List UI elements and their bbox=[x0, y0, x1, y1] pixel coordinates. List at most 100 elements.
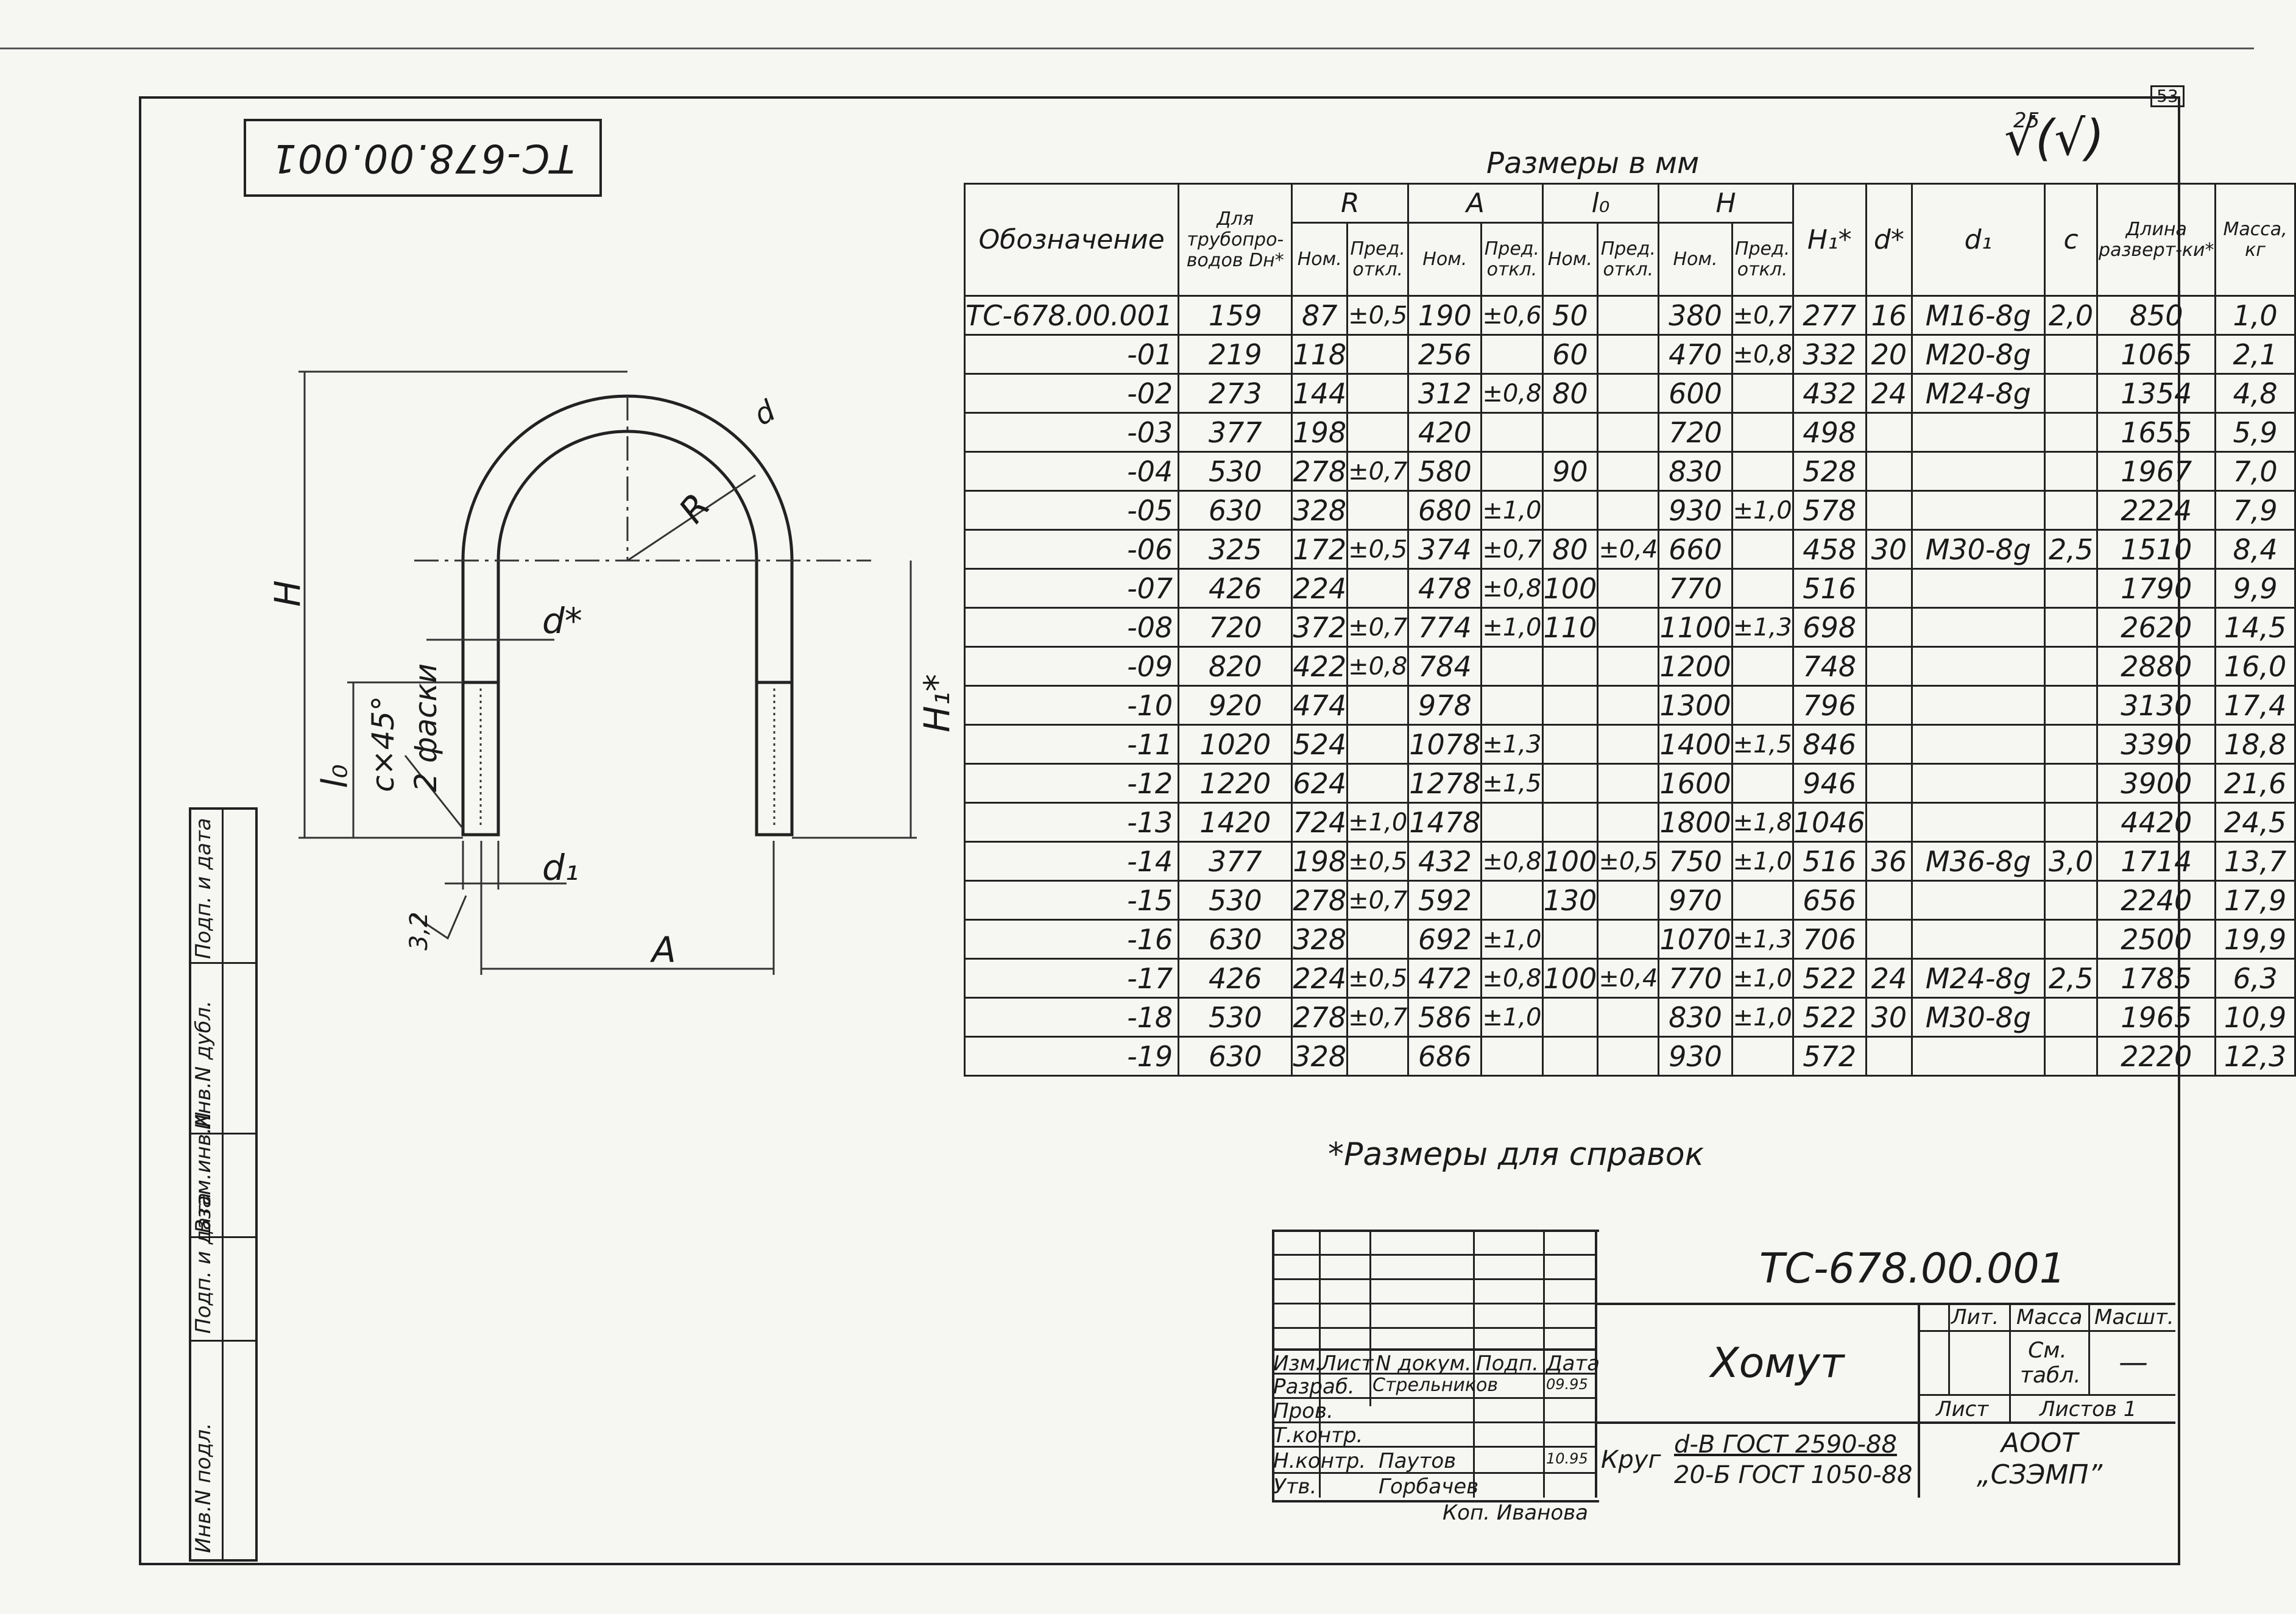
header-length: Длина разверт-ки* bbox=[2096, 183, 2217, 297]
hdr-data: Дата bbox=[1546, 1351, 1600, 1376]
cell-d bbox=[1865, 763, 1913, 804]
cell-l bbox=[1541, 997, 1599, 1038]
cell-h_t: ±1,0 bbox=[1731, 958, 1794, 999]
cell-r: 624 bbox=[1291, 763, 1349, 804]
cell-m: 6,3 bbox=[2214, 958, 2296, 999]
cell-m: 9,9 bbox=[2214, 568, 2296, 609]
cell-d1 bbox=[1911, 763, 2046, 804]
cell-h: 1400 bbox=[1658, 724, 1733, 765]
cell-len: 1655 bbox=[2096, 412, 2217, 453]
cell-a_t: ±0,8 bbox=[1480, 841, 1544, 882]
u-inner bbox=[496, 430, 758, 835]
cell-dn: 530 bbox=[1178, 451, 1293, 492]
cell-a: 774 bbox=[1407, 607, 1483, 648]
cell-h_t bbox=[1731, 763, 1794, 804]
cell-len: 1967 bbox=[2096, 451, 2217, 492]
cell-l_t bbox=[1597, 490, 1660, 531]
label-d-star: d* bbox=[542, 600, 582, 642]
cell-l_t bbox=[1597, 607, 1660, 648]
cell-m: 2,1 bbox=[2214, 334, 2296, 375]
cell-c: 2,5 bbox=[2043, 958, 2099, 999]
cell-r_t bbox=[1346, 373, 1410, 414]
sub-tol: Пред. откл. bbox=[1597, 222, 1660, 297]
cell-des: -07 bbox=[963, 568, 1180, 609]
cell-l: 100 bbox=[1541, 958, 1599, 999]
cell-h: 1300 bbox=[1658, 685, 1733, 726]
cell-a_t bbox=[1480, 334, 1544, 375]
cell-h: 660 bbox=[1658, 529, 1733, 570]
cell-l: 130 bbox=[1541, 880, 1599, 921]
cell-h1: 656 bbox=[1792, 880, 1867, 921]
cell-h: 770 bbox=[1658, 568, 1733, 609]
cell-a: 680 bbox=[1407, 490, 1483, 531]
cell-d1: M36-8g bbox=[1911, 841, 2046, 882]
cell-l_t bbox=[1597, 334, 1660, 375]
cell-l_t bbox=[1597, 451, 1660, 492]
cell-h1: 748 bbox=[1792, 646, 1867, 687]
part-name: Хомут bbox=[1711, 1339, 1845, 1387]
cell-r_t: ±1,0 bbox=[1346, 802, 1410, 843]
cell-a_t: ±1,0 bbox=[1480, 997, 1544, 1038]
cell-l bbox=[1541, 1036, 1599, 1077]
cell-h: 1200 bbox=[1658, 646, 1733, 687]
cell-d1 bbox=[1911, 646, 2046, 687]
sub-nom: Ном. bbox=[1541, 222, 1599, 297]
cell-c bbox=[2043, 373, 2099, 414]
cell-len: 1510 bbox=[2096, 529, 2217, 570]
cell-a_t bbox=[1480, 451, 1544, 492]
cell-d1 bbox=[1911, 880, 2046, 921]
cell-c bbox=[2043, 802, 2099, 843]
cell-h: 470 bbox=[1658, 334, 1733, 375]
cell-l_t bbox=[1597, 646, 1660, 687]
cell-a: 592 bbox=[1407, 880, 1483, 921]
cell-l bbox=[1541, 685, 1599, 726]
material-line2: 20-Б ГОСТ 1050-88 bbox=[1674, 1461, 1913, 1489]
cell-h1: 698 bbox=[1792, 607, 1867, 648]
cell-h1: 528 bbox=[1792, 451, 1867, 492]
cell-c: 2,0 bbox=[2043, 295, 2099, 336]
cell-h: 830 bbox=[1658, 451, 1733, 492]
cell-r_t: ±0,7 bbox=[1346, 880, 1410, 921]
header-l0: l₀ bbox=[1541, 183, 1660, 224]
cell-des: -16 bbox=[963, 919, 1180, 960]
cell-des: -05 bbox=[963, 490, 1180, 531]
cell-len: 1785 bbox=[2096, 958, 2217, 999]
cell-d: 30 bbox=[1865, 529, 1913, 570]
cell-dn: 630 bbox=[1178, 919, 1293, 960]
cell-a: 256 bbox=[1407, 334, 1483, 375]
cell-d1: M24-8g bbox=[1911, 958, 2046, 999]
cell-a: 978 bbox=[1407, 685, 1483, 726]
sheets-label: Листов 1 bbox=[2040, 1397, 2137, 1421]
mass-value: См. табл. bbox=[2020, 1338, 2081, 1388]
cell-l_t bbox=[1597, 802, 1660, 843]
cell-des: -10 bbox=[963, 685, 1180, 726]
cell-h: 1600 bbox=[1658, 763, 1733, 804]
left-approval-strip: Инв.N подл. Подп. и дата Взам.инв.N Инв.… bbox=[189, 807, 258, 1562]
cell-a: 312 bbox=[1407, 373, 1483, 414]
cell-des: -01 bbox=[963, 334, 1180, 375]
cell-l: 60 bbox=[1541, 334, 1599, 375]
cell-des: ТС-678.00.001 bbox=[963, 295, 1180, 336]
role-tkontr: Т.контр. bbox=[1273, 1423, 1363, 1448]
cell-d: 24 bbox=[1865, 958, 1913, 999]
cell-r_t: ±0,8 bbox=[1346, 646, 1410, 687]
cell-r_t bbox=[1346, 919, 1410, 960]
sub-nom: Ном. bbox=[1407, 222, 1483, 297]
cell-r_t: ±0,7 bbox=[1346, 451, 1410, 492]
cell-h_t: ±1,0 bbox=[1731, 841, 1794, 882]
top-left-stamp: ТС-678.00.001 bbox=[244, 119, 602, 197]
cell-d bbox=[1865, 802, 1913, 843]
cell-d: 20 bbox=[1865, 334, 1913, 375]
cell-r: 224 bbox=[1291, 958, 1349, 999]
role-razrab: Разраб. bbox=[1273, 1375, 1355, 1399]
sub-tol: Пред. откл. bbox=[1731, 222, 1794, 297]
cell-r: 328 bbox=[1291, 919, 1349, 960]
cell-dn: 325 bbox=[1178, 529, 1293, 570]
cell-h: 930 bbox=[1658, 1036, 1733, 1077]
roughness-value: 25 bbox=[2013, 108, 2040, 133]
